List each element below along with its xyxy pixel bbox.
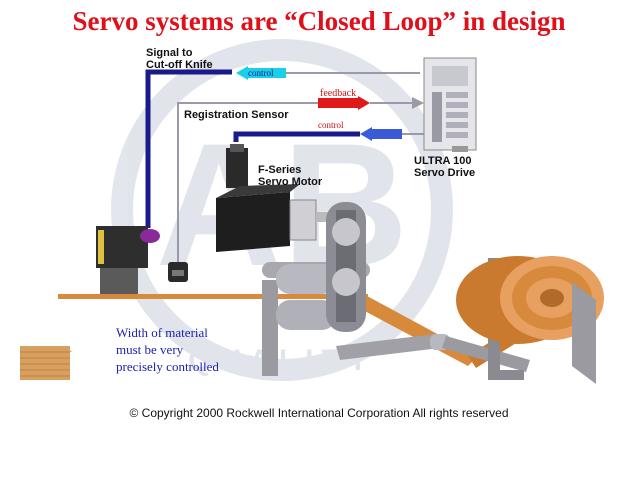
servo-motor-label-line2: Servo Motor (258, 176, 323, 188)
feedback-arrowhead (412, 97, 424, 109)
feedback-arrow (318, 96, 370, 110)
cutoff-knife (96, 226, 160, 294)
feed-rollers (262, 202, 530, 376)
servo-drive (423, 57, 477, 152)
knife-signal-label: Signal to Cut-off Knife (146, 47, 213, 71)
note-line2: must be very (116, 342, 184, 357)
registration-sensor (168, 262, 188, 282)
knife-signal-line (145, 69, 232, 228)
copyright-notice: © Copyright 2000 Rockwell International … (129, 406, 509, 420)
control-arrow-top (236, 66, 286, 80)
servo-motor (216, 144, 330, 252)
control-arrow-top-label: control (248, 68, 274, 78)
motor-control-line (233, 131, 360, 142)
material-roll (456, 256, 604, 384)
sensor-line (177, 102, 318, 262)
control-arrow-motor (360, 127, 402, 141)
knife-signal-label-line2: Cut-off Knife (146, 59, 213, 71)
servo-drive-label-line2: Servo Drive (414, 167, 476, 179)
knife-signal-label-line1: Signal to (146, 47, 193, 59)
registration-sensor-label: Registration Sensor (184, 109, 289, 121)
control-arrow-motor-label: control (318, 120, 344, 130)
servo-drive-label: ULTRA 100 Servo Drive (414, 155, 475, 179)
material-width-note: Width of material must be very precisely… (116, 324, 219, 375)
servo-drive-label-line1: ULTRA 100 (414, 155, 472, 167)
servo-motor-label-line1: F-Series (258, 164, 302, 176)
feedback-arrow-label: feedback (320, 88, 357, 99)
slide-title: Servo systems are “Closed Loop” in desig… (72, 6, 566, 36)
note-line3: precisely controlled (116, 359, 219, 374)
cut-sheets-stack (20, 346, 72, 380)
servo-motor-label: F-Series Servo Motor (258, 164, 322, 188)
note-line1: Width of material (116, 325, 208, 340)
